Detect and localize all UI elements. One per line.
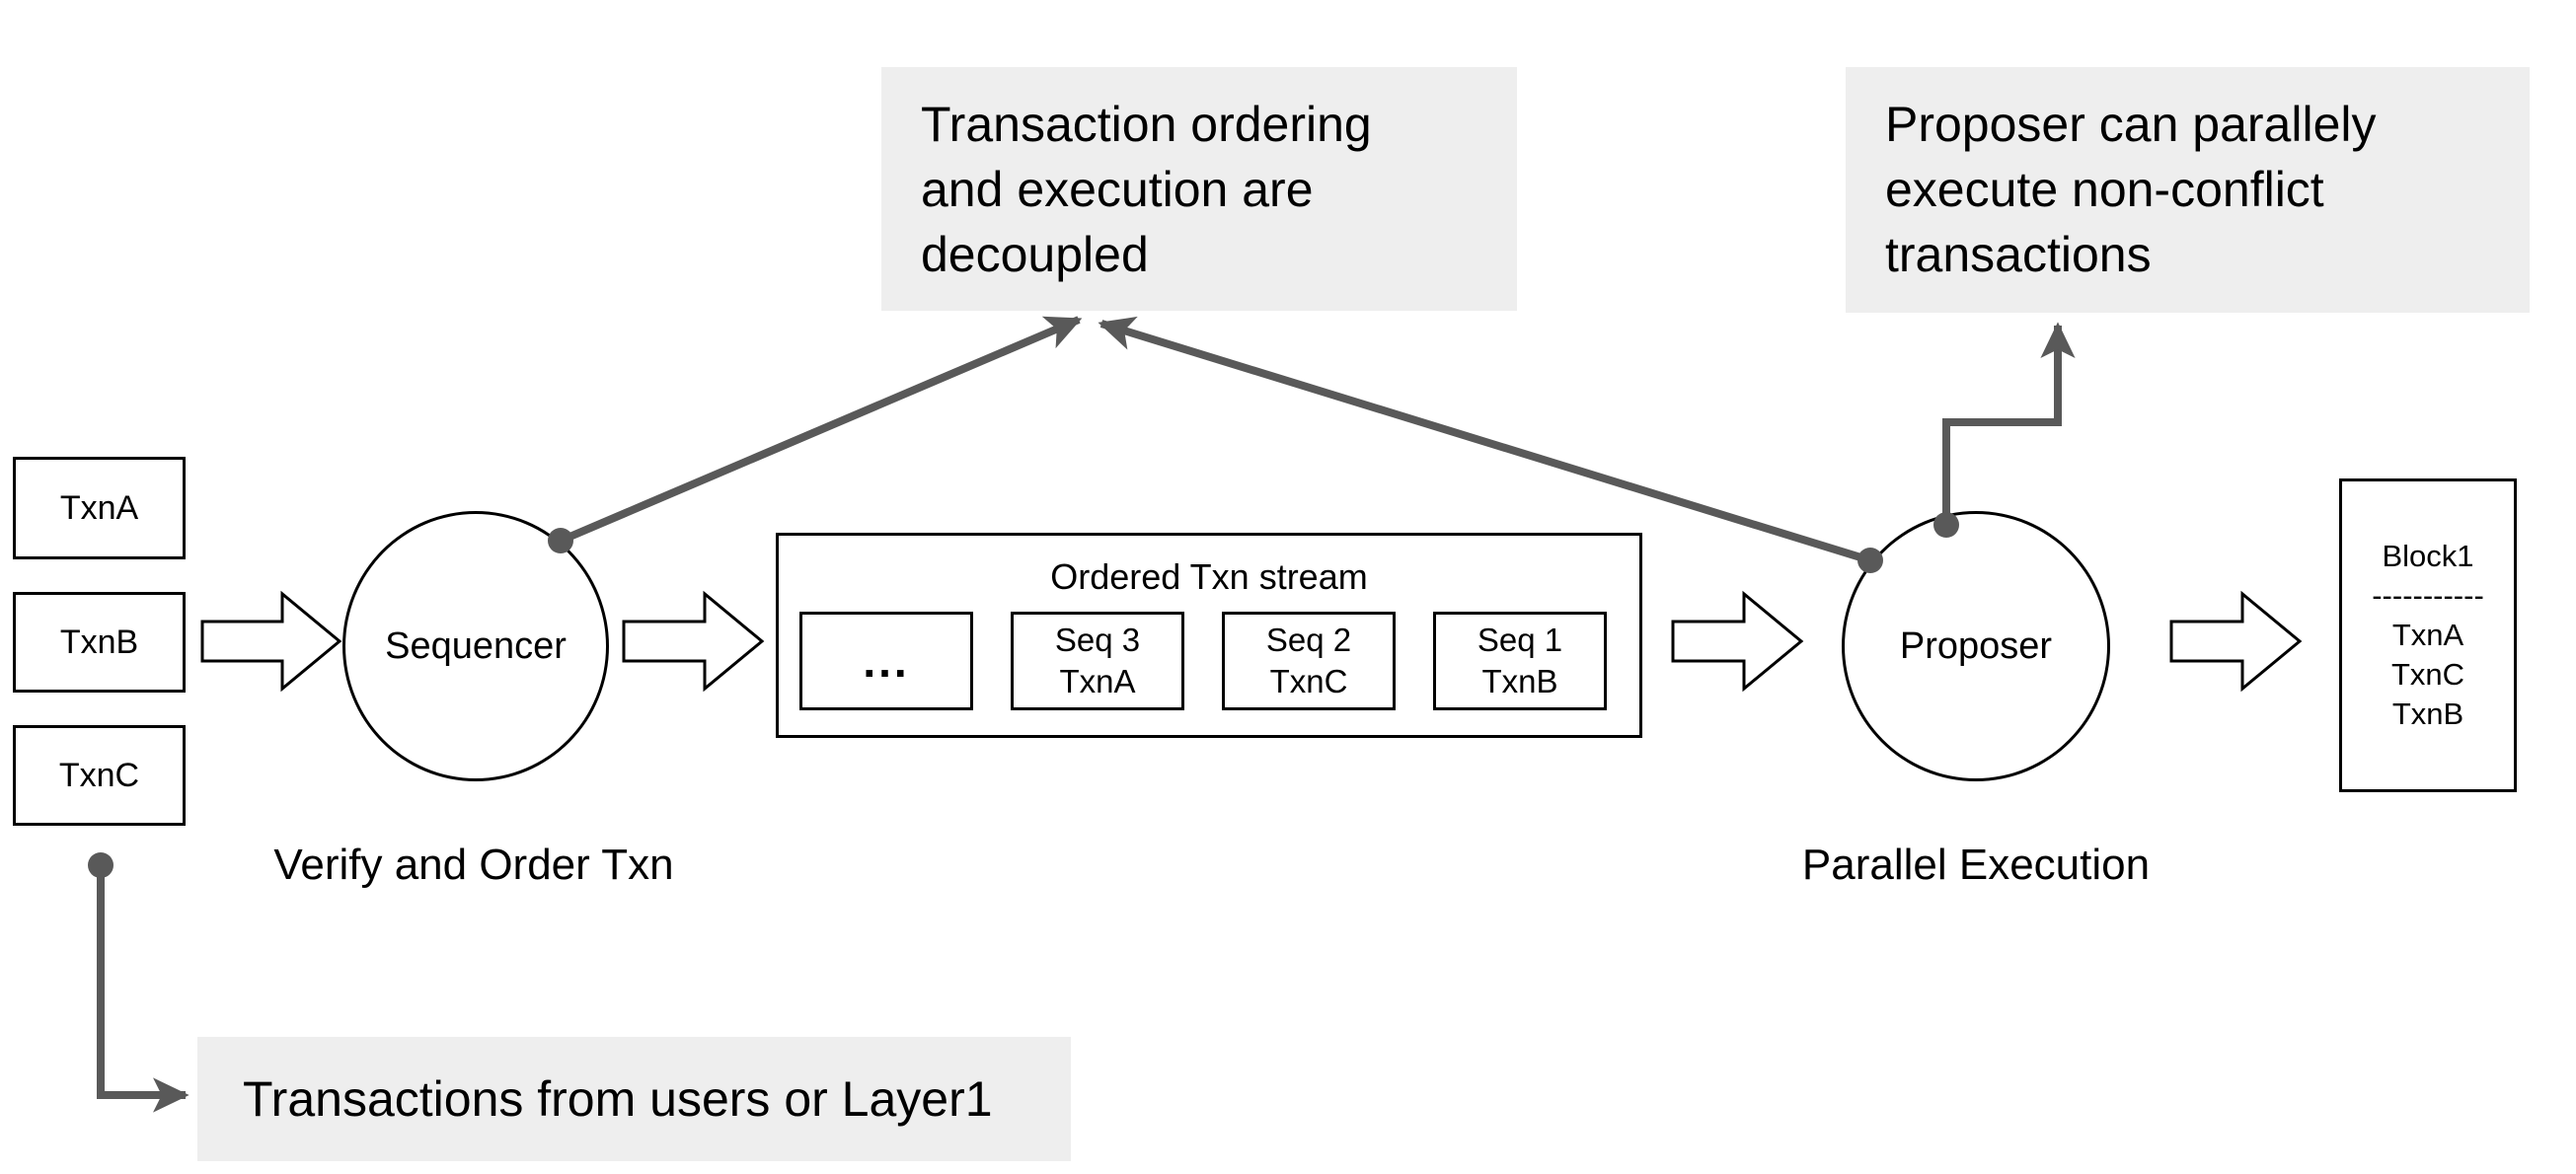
stream-item-seq1-txn: TxnB	[1481, 663, 1558, 699]
stream-item-seq3-seq: Seq 3	[1054, 622, 1141, 658]
stream-item-seq1-seq: Seq 1	[1477, 622, 1563, 658]
block1-txn-b: TxnB	[2391, 697, 2464, 731]
proposer-node: Proposer	[1842, 511, 2110, 781]
stream-ellipsis-label: ...	[863, 635, 910, 687]
stream-item-seq2-txn: TxnC	[1269, 663, 1348, 699]
input-label-txnb: TxnB	[59, 623, 139, 661]
sequencer-caption: Verify and Order Txn	[273, 841, 674, 889]
callout-decoupled-line3: decoupled	[921, 227, 1149, 282]
callout-source-text: Transactions from users or Layer1	[243, 1071, 993, 1127]
block1-txn-c: TxnC	[2390, 657, 2465, 692]
stream-item-seq3-txn: TxnA	[1059, 663, 1136, 699]
callout-parallel-line3: transactions	[1885, 227, 2152, 282]
stream-item-seq1: Seq 1 TxnB	[1433, 612, 1607, 710]
flow-arrow-stream-to-proposer	[1671, 590, 1804, 693]
callout-parallel-line2: execute non-conflict	[1885, 162, 2324, 217]
input-box-txnc: TxnC	[13, 725, 186, 826]
input-box-txnb: TxnB	[13, 592, 186, 693]
callout-parallel-line1: Proposer can parallely	[1885, 97, 2377, 152]
sequencer-label: Sequencer	[385, 624, 567, 667]
flow-arrow-sequencer-to-stream	[622, 590, 765, 693]
proposer-caption: Parallel Execution	[1801, 841, 2151, 889]
connector-dot-txnc	[88, 852, 114, 878]
callout-decoupled: Transaction ordering and execution are d…	[881, 67, 1517, 311]
callout-decoupled-line1: Transaction ordering	[921, 97, 1372, 152]
block1-box: Block1 ----------- TxnA TxnC TxnB	[2339, 478, 2517, 792]
stream-item-seq3: Seq 3 TxnA	[1011, 612, 1184, 710]
input-label-txnc: TxnC	[58, 756, 140, 794]
flow-arrow-proposer-to-block	[2169, 590, 2303, 693]
block1-title: Block1	[2382, 539, 2474, 573]
stream-item-ellipsis: ...	[799, 612, 973, 710]
input-box-txna: TxnA	[13, 457, 186, 559]
stream-item-seq2: Seq 2 TxnC	[1222, 612, 1396, 710]
callout-decoupled-line2: and execution are	[921, 162, 1314, 217]
connector-proposer-to-decoupled	[1098, 316, 1872, 564]
block1-txn-a: TxnA	[2391, 618, 2464, 652]
sequencer-node: Sequencer	[342, 511, 609, 781]
callout-source: Transactions from users or Layer1	[197, 1037, 1071, 1161]
connector-proposer-to-parallel-callout	[1942, 322, 2076, 521]
connector-sequencer-to-decoupled	[559, 316, 1083, 545]
callout-parallel-exec: Proposer can parallely execute non-confl…	[1846, 67, 2530, 313]
connector-txnc-to-source-callout	[97, 865, 189, 1113]
block1-divider: -----------	[2372, 578, 2484, 613]
input-label-txna: TxnA	[59, 488, 139, 527]
flow-arrow-inputs-to-sequencer	[200, 590, 342, 693]
proposer-label: Proposer	[1899, 624, 2053, 667]
ordered-txn-stream-title: Ordered Txn stream	[1050, 556, 1368, 597]
stream-item-seq2-seq: Seq 2	[1265, 622, 1352, 658]
